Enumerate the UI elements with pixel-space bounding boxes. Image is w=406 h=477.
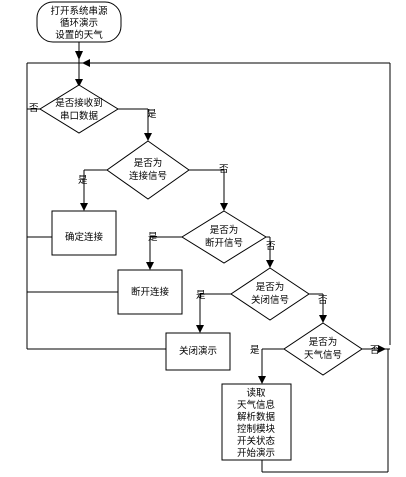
decision-connect-line-1: 是否为 (134, 157, 163, 169)
arrowhead (319, 315, 327, 323)
decision-close-line-1: 是否为 (256, 281, 285, 293)
process-weather-line-4: 控制模块 (237, 423, 276, 435)
decision-weather-line-1: 是否为 (309, 336, 338, 348)
arrowhead (82, 59, 90, 67)
label-yes: 是 (196, 290, 206, 301)
process-close-demo: 关闭演示 (165, 332, 231, 371)
process-weather-line-3: 解析数据 (237, 411, 276, 423)
arrowhead (220, 203, 228, 211)
arrowheads (75, 51, 386, 384)
decision-close: 是否为 关闭信号 (230, 267, 310, 321)
arrowhead (196, 325, 204, 333)
process-weather-line-2: 天气信息 (237, 399, 275, 411)
start-line-3: 设置的天气 (55, 29, 103, 41)
label-yes: 是 (78, 175, 88, 186)
decision-weather-line-2: 天气信号 (304, 349, 342, 361)
process-confirm-connect: 确定连接 (51, 210, 117, 256)
label-no: 否 (29, 103, 39, 114)
arrowhead (258, 376, 266, 384)
start-line-1: 打开系统串源 (50, 5, 108, 17)
decision-connect: 是否为 连接信号 (106, 140, 190, 200)
label-yes: 是 (148, 232, 158, 243)
label-no: 否 (318, 295, 328, 306)
decision-receive-data: 是否接收到 串口数据 (39, 84, 119, 134)
decision-disconnect-line-1: 是否为 (210, 224, 239, 236)
branch-labels: 否 是 是 否 是 否 是 否 是 否 (29, 103, 380, 356)
label-yes: 是 (147, 109, 157, 120)
process-weather-line-5: 开关状态 (237, 435, 276, 447)
arrowhead (75, 79, 83, 87)
decision-connect-line-2: 连接信号 (129, 170, 167, 182)
label-no: 否 (219, 164, 229, 175)
label-yes: 是 (250, 345, 260, 356)
arrowhead (80, 203, 88, 211)
arrowhead (75, 51, 83, 60)
process-disconnect: 断开连接 (117, 269, 183, 315)
label-no: 否 (370, 345, 380, 356)
process-weather-line-1: 读取 (246, 387, 266, 399)
arrowhead (266, 260, 274, 268)
start-terminal: 打开系统串源 循环演示 设置的天气 (36, 1, 122, 43)
decision-weather: 是否为 天气信号 (283, 322, 363, 376)
process-confirm-connect-label: 确定连接 (65, 231, 104, 243)
decision-close-line-2: 关闭信号 (251, 294, 289, 306)
start-line-2: 循环演示 (60, 17, 98, 29)
process-weather-line-6: 开始演示 (237, 447, 275, 459)
process-close-demo-label: 关闭演示 (179, 345, 217, 357)
decision-disconnect-line-2: 断开信号 (205, 237, 243, 249)
process-disconnect-label: 断开连接 (131, 286, 170, 298)
arrowhead (144, 133, 152, 141)
label-no: 否 (266, 241, 276, 252)
decision-receive-data-line-1: 是否接收到 (55, 97, 103, 109)
decision-receive-data-line-2: 串口数据 (60, 110, 99, 122)
arrowhead (146, 262, 154, 270)
arrowhead (378, 345, 386, 353)
decision-disconnect: 是否为 断开信号 (181, 210, 267, 264)
process-weather: 读取 天气信息 解析数据 控制模块 开关状态 开始演示 (221, 383, 292, 461)
